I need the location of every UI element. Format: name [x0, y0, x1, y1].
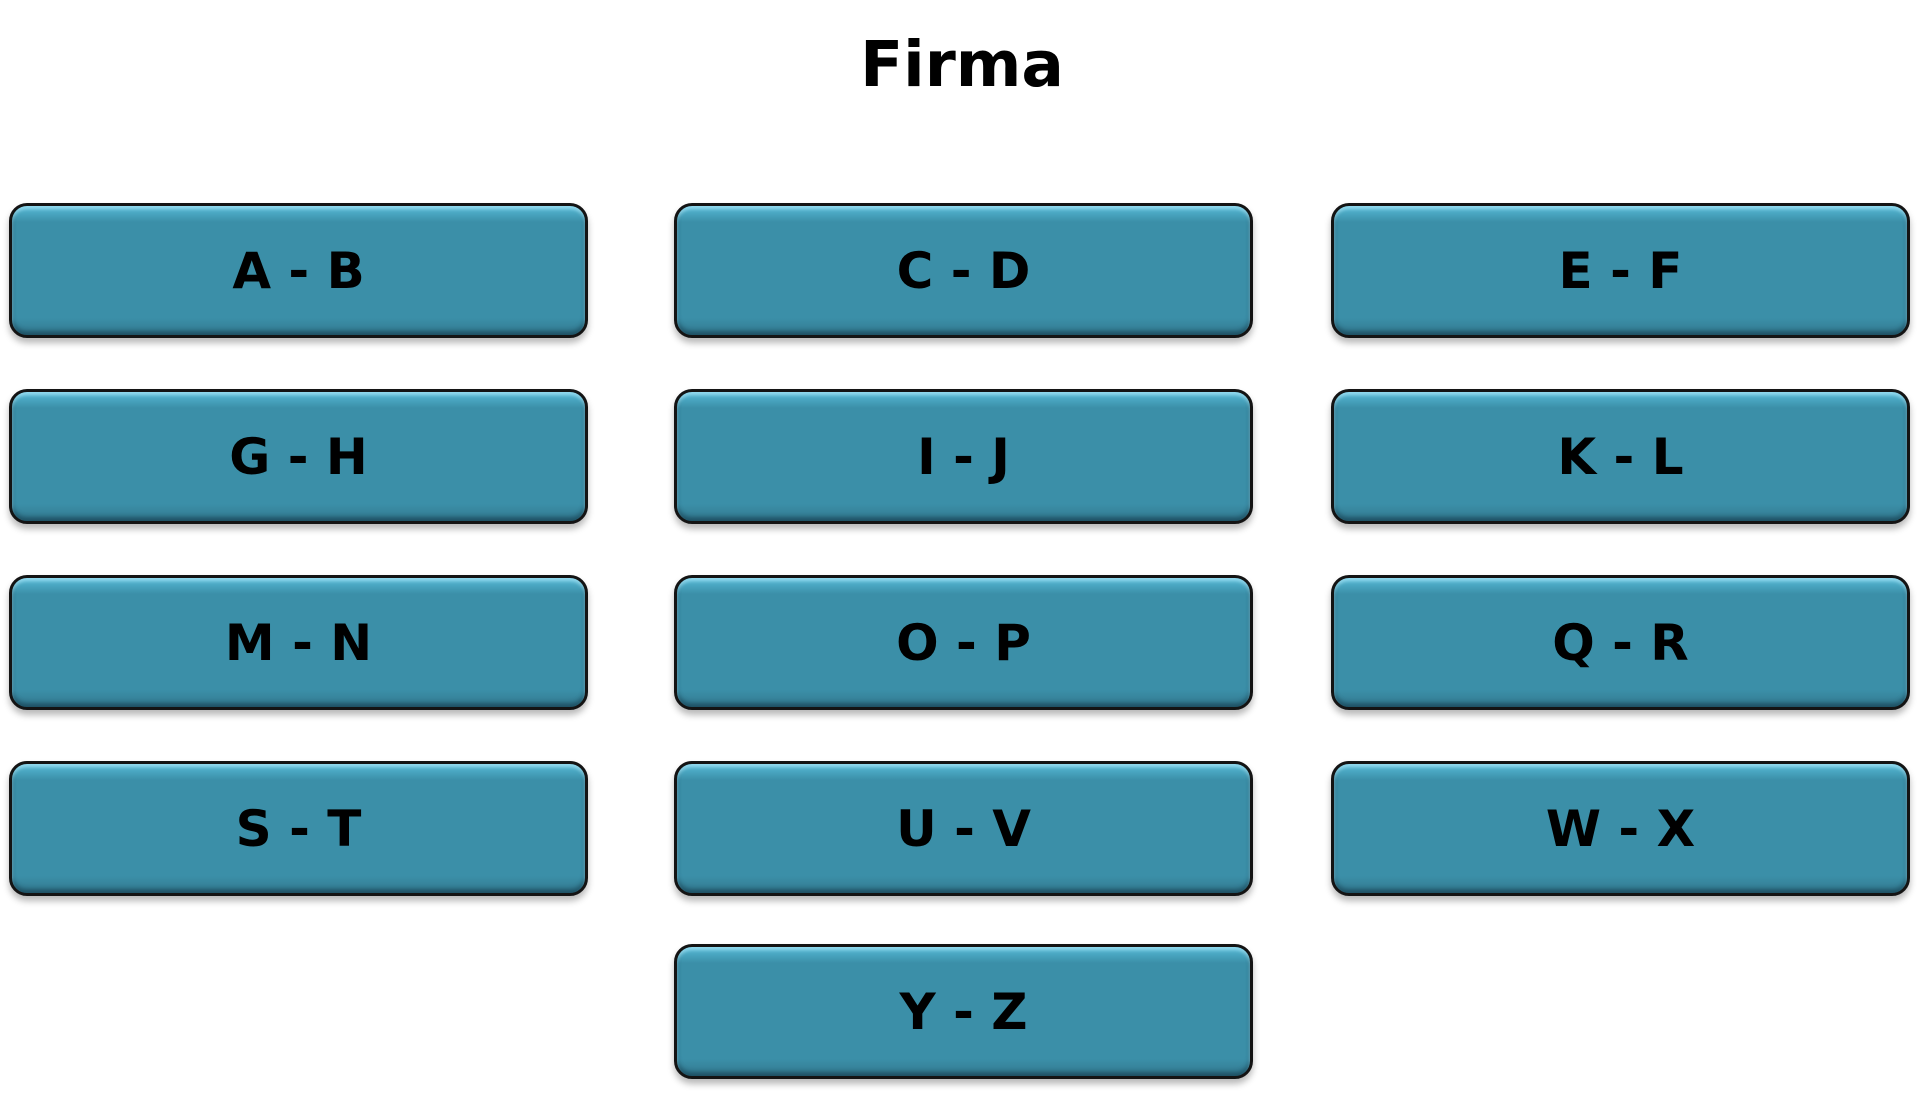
button-label: G - H: [229, 427, 368, 486]
button-label: Y - Z: [899, 982, 1028, 1041]
range-button-s-t[interactable]: S - T: [9, 761, 588, 896]
range-button-o-p[interactable]: O - P: [674, 575, 1253, 710]
button-label: O - P: [896, 613, 1031, 672]
range-button-k-l[interactable]: K - L: [1331, 389, 1910, 524]
range-button-q-r[interactable]: Q - R: [1331, 575, 1910, 710]
button-label: M - N: [224, 613, 373, 672]
button-label: C - D: [896, 241, 1031, 300]
button-label: K - L: [1557, 427, 1684, 486]
range-button-e-f[interactable]: E - F: [1331, 203, 1910, 338]
button-label: S - T: [235, 799, 362, 858]
button-label: A - B: [232, 241, 365, 300]
range-button-i-j[interactable]: I - J: [674, 389, 1253, 524]
range-button-m-n[interactable]: M - N: [9, 575, 588, 710]
button-label: U - V: [896, 799, 1031, 858]
page-title: Firma: [860, 28, 1064, 101]
range-button-g-h[interactable]: G - H: [9, 389, 588, 524]
range-button-c-d[interactable]: C - D: [674, 203, 1253, 338]
range-button-a-b[interactable]: A - B: [9, 203, 588, 338]
button-label: I - J: [917, 427, 1010, 486]
button-label: W - X: [1545, 799, 1696, 858]
range-button-w-x[interactable]: W - X: [1331, 761, 1910, 896]
range-button-y-z[interactable]: Y - Z: [674, 944, 1253, 1079]
button-label: Q - R: [1552, 613, 1689, 672]
range-button-u-v[interactable]: U - V: [674, 761, 1253, 896]
button-label: E - F: [1558, 241, 1683, 300]
